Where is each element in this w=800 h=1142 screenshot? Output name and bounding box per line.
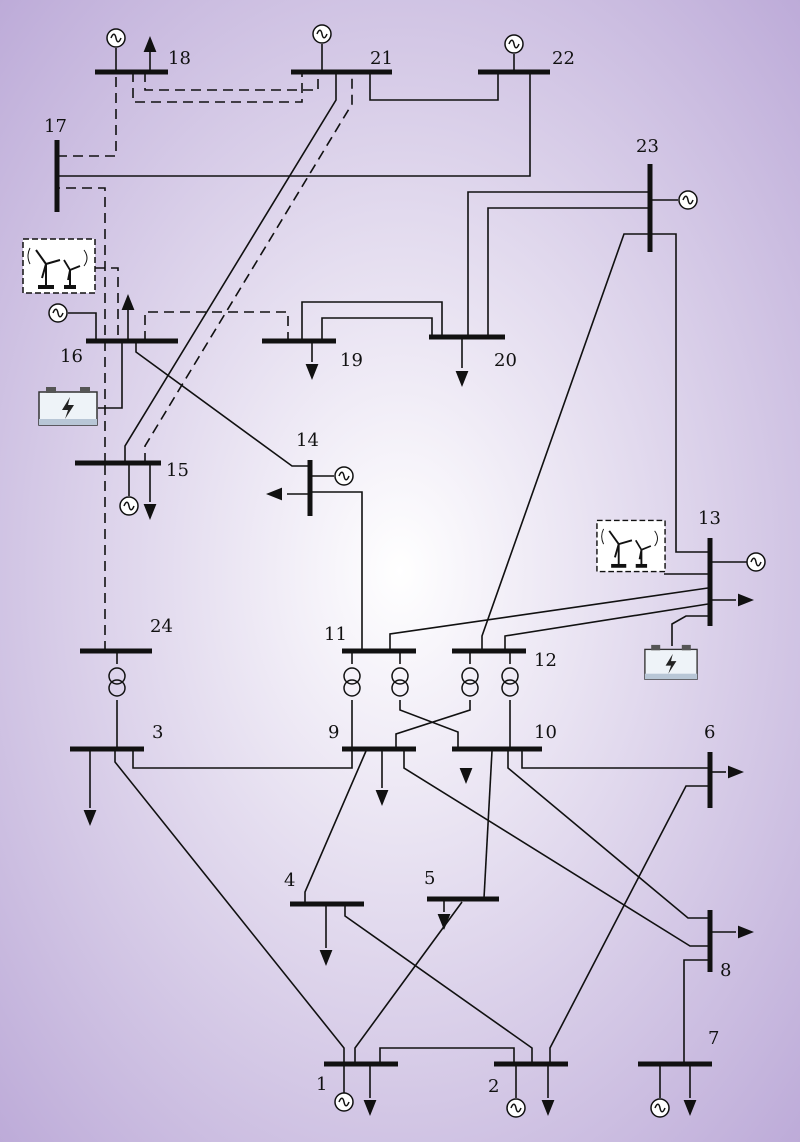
bus-13-label: 13 bbox=[698, 508, 721, 529]
bus-15-label: 15 bbox=[166, 460, 189, 481]
line-5-10 bbox=[483, 750, 493, 899]
xfmr-12-9-link bbox=[395, 700, 471, 751]
wind-16-feed-dashed bbox=[95, 267, 119, 341]
battery-16-link bbox=[98, 341, 123, 409]
bus-1-label: 1 bbox=[316, 1074, 327, 1095]
line-7-8 bbox=[683, 959, 708, 1062]
line-19-20-b bbox=[321, 317, 433, 340]
bus-9-label: 9 bbox=[328, 722, 339, 743]
generators bbox=[48, 24, 766, 1118]
generator-icon bbox=[504, 34, 524, 54]
bus-8-label: 8 bbox=[720, 960, 731, 981]
bus-labels: 1 2 3 4 5 6 7 8 9 10 11 12 13 14 15 16 1… bbox=[44, 48, 731, 1097]
bus-2-label: 2 bbox=[488, 1076, 499, 1097]
wind-turbine-icon bbox=[596, 519, 666, 573]
line-18-21-dashed-a bbox=[132, 72, 303, 103]
bus-16-label: 16 bbox=[60, 346, 83, 367]
line-15-21-a bbox=[124, 72, 337, 463]
line-1-2 bbox=[379, 1047, 515, 1062]
generator-icon bbox=[119, 496, 139, 516]
line-1-5 bbox=[354, 901, 463, 1062]
bus-17-label: 17 bbox=[44, 116, 67, 137]
bus-23-label: 23 bbox=[636, 136, 659, 157]
battery-storage-icon bbox=[644, 644, 698, 680]
bus-7-label: 7 bbox=[708, 1028, 719, 1049]
bus-20-label: 20 bbox=[494, 350, 517, 371]
line-11-13 bbox=[389, 587, 709, 650]
line-16-17-dashed bbox=[57, 187, 106, 463]
line-4-9 bbox=[304, 750, 367, 905]
bus-14-label: 14 bbox=[296, 430, 319, 451]
line-11-14 bbox=[310, 491, 363, 650]
line-8-10 bbox=[507, 751, 708, 919]
line-21-22 bbox=[369, 72, 499, 101]
generator-icon bbox=[48, 303, 68, 323]
line-15-21-b-dashed bbox=[144, 72, 353, 463]
line-6-10 bbox=[521, 751, 708, 769]
line-14-16 bbox=[135, 341, 310, 467]
line-2-6 bbox=[549, 785, 708, 1062]
bus-18-label: 18 bbox=[168, 48, 191, 69]
line-17-22 bbox=[57, 72, 531, 177]
generator-icon bbox=[650, 1098, 670, 1118]
generator-icon bbox=[334, 466, 354, 486]
generator-icon bbox=[106, 28, 126, 48]
line-18-21-dashed-b bbox=[144, 72, 319, 91]
line-20-23-a bbox=[467, 191, 650, 336]
line-19-20-a bbox=[301, 301, 443, 340]
battery-13-link bbox=[671, 615, 708, 646]
generator-icon bbox=[312, 24, 332, 44]
generator-icon bbox=[678, 190, 698, 210]
bus-5-label: 5 bbox=[424, 868, 435, 889]
generator-icon bbox=[506, 1098, 526, 1118]
bus-11-label: 11 bbox=[324, 624, 347, 645]
line-1-3 bbox=[114, 751, 345, 1062]
line-16-19-dashed bbox=[144, 311, 289, 341]
generator-icon bbox=[746, 552, 766, 572]
line-12-23 bbox=[481, 233, 650, 650]
wind-turbine-icon bbox=[22, 238, 96, 294]
bus-12-label: 12 bbox=[534, 650, 557, 671]
line-12-13 bbox=[504, 603, 709, 650]
line-2-4 bbox=[344, 905, 533, 1062]
battery-storage-icon bbox=[38, 386, 98, 426]
bus-21-label: 21 bbox=[370, 48, 393, 69]
bus-4-label: 4 bbox=[284, 870, 295, 891]
line-17-18-dashed bbox=[57, 72, 117, 157]
xfmr-11-10-link bbox=[399, 700, 459, 751]
bus-10-label: 10 bbox=[534, 722, 557, 743]
line-13-23 bbox=[650, 233, 708, 553]
bus-bars bbox=[54, 69, 713, 1067]
line-3-9 bbox=[132, 751, 353, 769]
generator-icon bbox=[334, 1092, 354, 1112]
line-20-23-b bbox=[487, 207, 650, 336]
loads bbox=[83, 36, 754, 1116]
bus-3-label: 3 bbox=[152, 722, 163, 743]
bus-22-label: 22 bbox=[552, 48, 575, 69]
bus-24-label: 24 bbox=[150, 616, 173, 637]
bus-19-label: 19 bbox=[340, 350, 363, 371]
transmission-lines bbox=[57, 72, 709, 1062]
candidate-lines bbox=[57, 72, 353, 651]
line-8-9 bbox=[403, 751, 708, 947]
bus-6-label: 6 bbox=[704, 722, 715, 743]
